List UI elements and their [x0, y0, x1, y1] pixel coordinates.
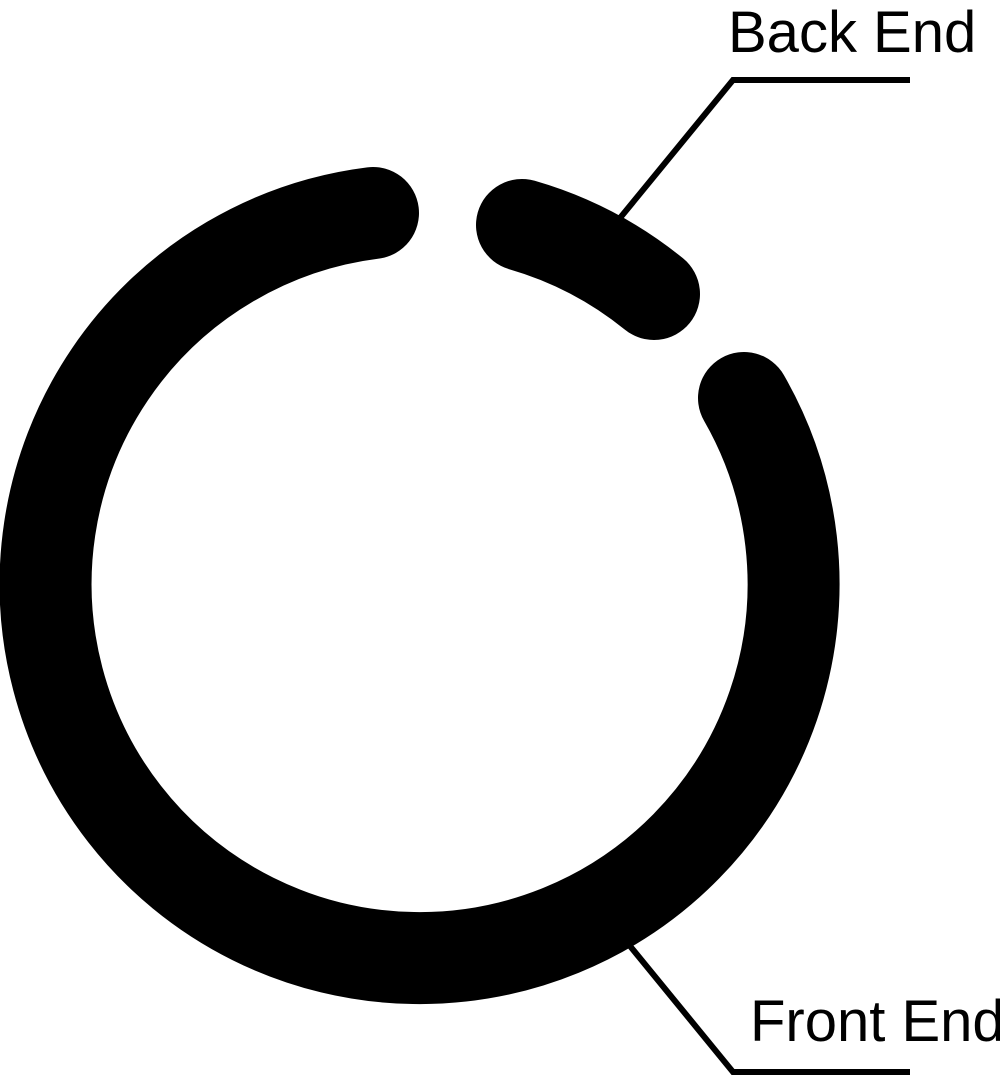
front-end-label: Front End: [750, 989, 1000, 1054]
back-end-leader-line: [617, 77, 910, 220]
front-end-leader-line: [627, 944, 910, 1075]
front-end-arc: [0, 167, 840, 1005]
back-end-label: Back End: [728, 0, 976, 65]
back-end-arc: [476, 179, 700, 340]
